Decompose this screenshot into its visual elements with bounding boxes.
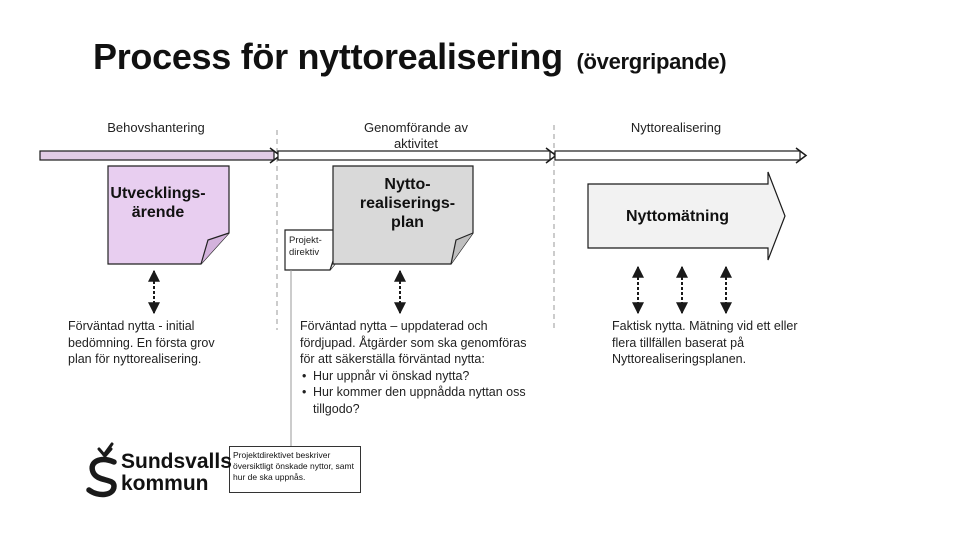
desc-genomforande-list: Hur uppnår vi önskad nytta? Hur kommer d…: [300, 368, 540, 418]
phase-label-behovshantering: Behovshantering: [107, 120, 205, 135]
desc-nyttorealisering: Faktisk nytta. Mätning vid ett eller fle…: [612, 319, 798, 366]
utvecklingsarende-label: Utvecklings-ärende: [110, 185, 206, 221]
sundsvall-logo-icon: [86, 442, 117, 498]
page-title: Process för nyttorealisering (övergripan…: [93, 36, 727, 78]
logo-line1: Sundsvalls: [121, 450, 232, 473]
title-sub: (övergripande): [576, 49, 727, 74]
desc-behovshantering: Förväntad nytta - initial bedömning. En …: [68, 319, 215, 366]
projektdirektiv-note: Projektdirektivet beskriver översiktligt…: [229, 446, 361, 493]
phase-bar-behovshantering: [39, 150, 275, 161]
nyttomatning-arrow: [587, 171, 786, 261]
nyttorealiseringsplan-label: Nytto-realiserings-plan: [359, 176, 456, 231]
logo-text: Sundsvalls kommun: [121, 451, 232, 495]
logo-line2: kommun: [121, 472, 209, 495]
desc-bullet-1: Hur uppnår vi önskad nytta?: [300, 368, 540, 385]
phase-bar-genomforande: [277, 150, 551, 161]
projektdirektiv-label: Projekt-direktiv: [289, 235, 322, 258]
phase-label-nyttorealisering: Nyttorealisering: [630, 120, 722, 135]
phase-label-genomforande: Genomförande av aktivitet: [363, 120, 469, 151]
desc-bullet-2: Hur kommer den uppnådda nyttan oss tillg…: [300, 384, 540, 417]
phase-bar-nyttorealisering: [554, 150, 801, 161]
desc-genomforande-intro: Förväntad nytta – uppdaterad och fördjup…: [300, 319, 527, 366]
title-main: Process för nyttorealisering: [93, 36, 563, 77]
nyttomatning-label: Nyttomätning: [625, 208, 730, 225]
desc-genomforande: Förväntad nytta – uppdaterad och fördjup…: [300, 318, 540, 417]
